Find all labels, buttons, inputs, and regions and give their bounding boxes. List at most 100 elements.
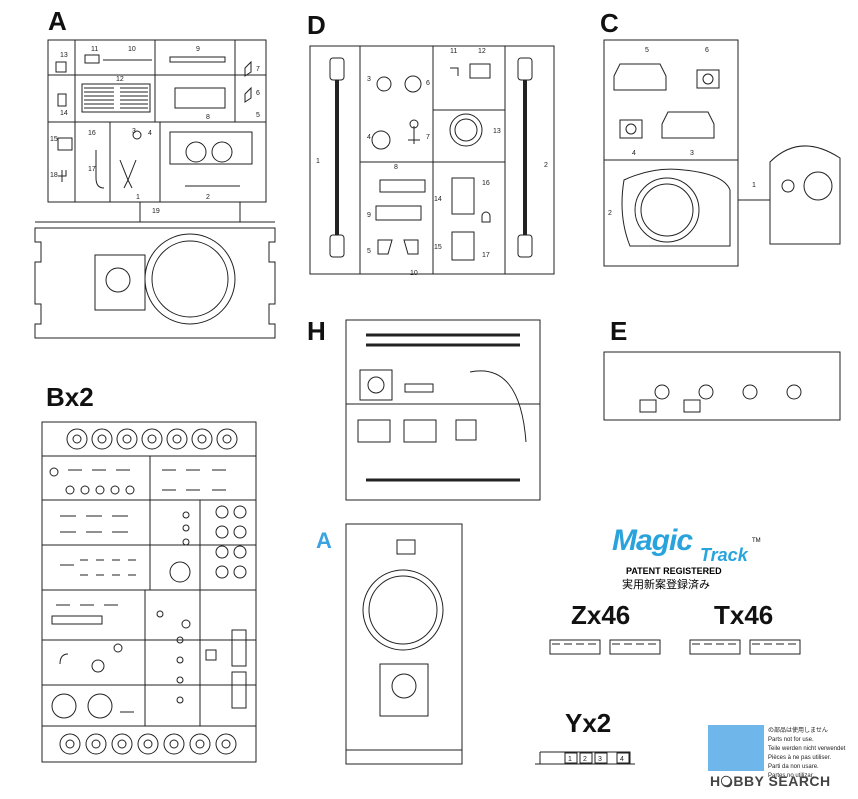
part-a6-7 bbox=[244, 60, 252, 103]
part-number: 2 bbox=[544, 162, 548, 169]
mantlet-opening bbox=[803, 171, 833, 201]
part-number: 3 bbox=[367, 76, 371, 83]
part-a2 bbox=[169, 131, 253, 165]
track-label-tx: Tx46 bbox=[714, 600, 774, 630]
part-a4 bbox=[132, 130, 142, 140]
note-line: の部品は使用しません bbox=[768, 728, 828, 734]
part-a17 bbox=[95, 150, 105, 189]
sprue-e-frame bbox=[603, 351, 841, 421]
part-d6 bbox=[404, 75, 422, 93]
part-number: 11 bbox=[91, 46, 99, 53]
part-d9 bbox=[375, 205, 422, 221]
part-number: 9 bbox=[196, 46, 200, 53]
part-number: 16 bbox=[482, 180, 490, 187]
part-number: 17 bbox=[482, 252, 490, 259]
part-h-box-detail bbox=[367, 376, 385, 394]
part-e-wheel bbox=[742, 384, 758, 400]
part-number: 17 bbox=[88, 166, 96, 173]
part-h-panel bbox=[455, 419, 477, 441]
part-number: 5 bbox=[367, 248, 371, 255]
part-number: 16 bbox=[88, 130, 96, 137]
note-line: Pièces à ne pas utiliser. bbox=[768, 755, 832, 761]
part-d5 bbox=[377, 239, 419, 255]
part-number: 3 bbox=[132, 128, 136, 135]
part-d7 bbox=[408, 126, 420, 144]
part-number: 8 bbox=[394, 164, 398, 171]
sprue-label-a: A bbox=[48, 6, 67, 36]
grille-slats bbox=[84, 87, 148, 109]
part-a11 bbox=[84, 54, 100, 64]
sprue-label-c: C bbox=[600, 8, 619, 38]
part-number: 13 bbox=[493, 128, 501, 135]
part-d13 bbox=[449, 113, 483, 147]
track-links-zx bbox=[549, 639, 661, 655]
part-a14 bbox=[57, 93, 67, 107]
part-c6 bbox=[696, 69, 720, 89]
part-d15 bbox=[451, 231, 475, 261]
note-line: Partes no utilizar. bbox=[768, 773, 815, 779]
sprue-b-frame bbox=[41, 421, 257, 763]
part-h-box bbox=[359, 369, 393, 401]
part-d2-barrel-end bbox=[517, 234, 533, 258]
part-b1-wheels-bottom bbox=[59, 733, 237, 755]
part-number: 8 bbox=[206, 114, 210, 121]
part-number: 1 bbox=[316, 158, 320, 165]
part-e-box bbox=[683, 399, 701, 413]
sprue-label-a-bottom: A bbox=[316, 528, 332, 553]
part-c4 bbox=[619, 119, 643, 139]
part-a12-grille bbox=[81, 83, 151, 113]
part-number: 6 bbox=[256, 90, 260, 97]
part-a19-hull bbox=[34, 221, 276, 339]
turret-ring-inner bbox=[640, 183, 694, 237]
part-number: 1 bbox=[568, 756, 572, 763]
track-links-tx bbox=[689, 639, 801, 655]
part-d1-barrel-top bbox=[329, 57, 345, 81]
part-d12 bbox=[469, 63, 491, 79]
part-number: 12 bbox=[116, 76, 124, 83]
part-number: 6 bbox=[705, 47, 709, 54]
part-e-wheel bbox=[698, 384, 714, 400]
part-number: 5 bbox=[645, 47, 649, 54]
patent-text-jp: 実用新案登録済み bbox=[622, 578, 710, 591]
part-c6-detail bbox=[702, 73, 714, 85]
sprue-a-frame bbox=[47, 39, 267, 222]
trademark: TM bbox=[752, 538, 761, 544]
wheel-detail bbox=[211, 141, 233, 163]
part-number: 7 bbox=[426, 134, 430, 141]
sprue-h-frame bbox=[345, 319, 541, 501]
part-number: 3 bbox=[690, 150, 694, 157]
part-d7-ring bbox=[409, 119, 419, 129]
turret-ring-outer bbox=[634, 177, 700, 243]
part-number: 3 bbox=[598, 756, 602, 763]
patent-text: PATENT REGISTERED bbox=[626, 566, 722, 576]
part-number: 4 bbox=[367, 134, 371, 141]
part-d8 bbox=[379, 179, 426, 193]
part-number: 6 bbox=[426, 80, 430, 87]
part-e-wheel bbox=[654, 384, 670, 400]
track-links-yx bbox=[535, 751, 635, 765]
sprue-a-bottom-frame bbox=[345, 523, 463, 765]
part-e-box bbox=[639, 399, 657, 413]
part-d14 bbox=[451, 177, 475, 215]
part-a3 bbox=[119, 159, 137, 189]
mantlet-sight bbox=[781, 179, 795, 193]
part-number: 15 bbox=[434, 244, 442, 251]
part-a15 bbox=[57, 137, 73, 151]
part-number: 1 bbox=[136, 194, 140, 201]
part-d1-barrel-end bbox=[329, 234, 345, 258]
part-number: 2 bbox=[583, 756, 587, 763]
note-line: Parti da non usare. bbox=[768, 764, 819, 770]
part-number: 2 bbox=[206, 194, 210, 201]
sprue-label-b: Bx2 bbox=[46, 382, 94, 412]
part-b1-wheels-top bbox=[66, 428, 238, 450]
watermark: H🔾BBY SEARCH bbox=[710, 773, 831, 789]
part-d13-inner bbox=[454, 118, 478, 142]
part-number: 11 bbox=[450, 48, 458, 55]
magic-track-logo-2: Track bbox=[700, 545, 748, 565]
part-c3 bbox=[661, 111, 715, 139]
part-number: 14 bbox=[434, 196, 442, 203]
sprue-label-h: H bbox=[307, 316, 326, 346]
part-number: 7 bbox=[256, 66, 260, 73]
magic-track-logo: Magic bbox=[612, 524, 693, 557]
